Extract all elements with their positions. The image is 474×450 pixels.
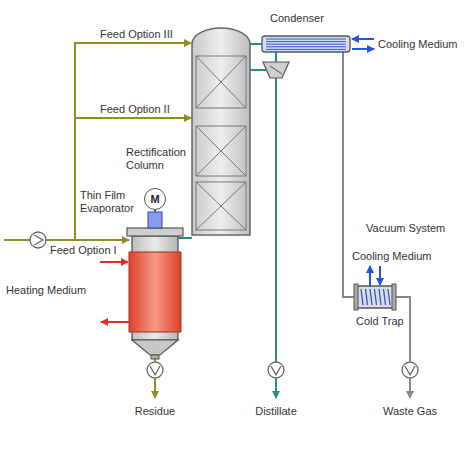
equipment-label: Feed Option III — [100, 28, 173, 41]
equipment-label: Feed Option II — [100, 103, 170, 116]
equipment-label: Condenser — [270, 12, 324, 25]
motor-symbol: M — [144, 188, 166, 210]
equipment-label: Thin Film Evaporator — [80, 189, 142, 215]
heating-jacket — [129, 252, 181, 332]
equipment-label: Waste Gas — [370, 405, 450, 418]
equipment-label: Feed Option I — [50, 244, 117, 257]
condenser-shell — [262, 36, 350, 52]
cold-trap — [357, 286, 393, 308]
equipment-label: Distillate — [236, 405, 316, 418]
equipment-label: Cooling Medium — [352, 250, 431, 263]
drive-coupling — [148, 212, 162, 228]
column-shell — [192, 28, 250, 235]
equipment-label: Rectification Column — [126, 146, 190, 172]
equipment-label: Cold Trap — [356, 315, 404, 328]
equipment-label: Residue — [115, 405, 195, 418]
equipment-label: Heating Medium — [6, 284, 86, 297]
motor-letter: M — [150, 194, 159, 205]
equipment-label: Cooling Medium — [378, 38, 457, 51]
equipment-label: Vacuum System — [366, 222, 445, 235]
